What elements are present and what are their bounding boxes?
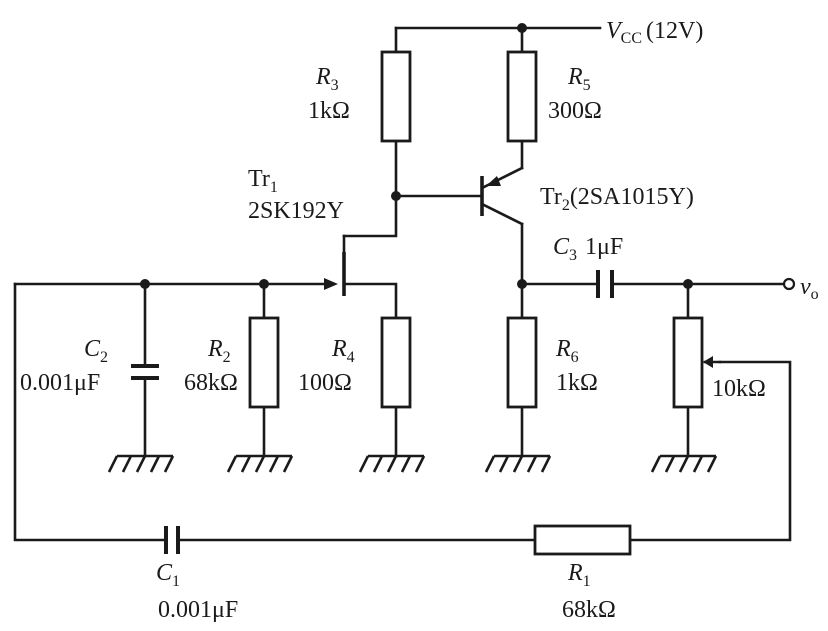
r1-value-label: 68kΩ [562, 597, 616, 623]
r5-value-label: 300Ω [548, 98, 602, 124]
r6-value-label: 1kΩ [556, 370, 598, 396]
tr2-emitter-arrow-icon [486, 176, 501, 186]
c2-capacitor [131, 364, 159, 380]
r4-name-label: R4 [331, 336, 355, 366]
r1-resistor [533, 524, 632, 556]
c2-ground-icon [107, 454, 175, 473]
r3-value-label: 1kΩ [308, 98, 350, 124]
r6-name-label: R6 [555, 336, 579, 366]
vcc-label: VCC(12V) [606, 18, 703, 47]
r3-name-label: R3 [315, 64, 339, 94]
output-label: vo [800, 274, 819, 303]
wiper-feedback-wire [628, 360, 792, 542]
tr2-label: Tr2(2SA1015Y) [540, 184, 694, 214]
tr2-pnp-transistor [480, 166, 524, 226]
tr1-jfet [324, 252, 346, 296]
r2-ground-icon [226, 454, 294, 473]
r1-name-label: R1 [567, 560, 591, 590]
pot-ground-icon [650, 454, 718, 473]
r2-resistor [248, 316, 280, 409]
c1-name-label: C1 [156, 560, 180, 590]
r4-resistor [380, 316, 412, 409]
r6-resistor [506, 316, 538, 409]
output-terminal [782, 277, 796, 291]
c2-name-label: C2 [84, 336, 108, 366]
tr1-source-wire [342, 282, 398, 320]
c3-capacitor [596, 270, 614, 298]
feedback-wire [13, 282, 537, 542]
tr2-collector-lead [480, 202, 524, 226]
ground-symbols [107, 454, 718, 473]
tr1-name-label: Tr1 [248, 166, 278, 196]
c2-value-label: 0.001μF [20, 370, 100, 396]
r2-value-label: 68kΩ [184, 370, 238, 396]
r4-ground-icon [358, 454, 426, 473]
r3-drain-wire [342, 26, 398, 238]
c1-value-label: 0.001μF [158, 597, 238, 623]
tr1-part-label: 2SK192Y [248, 198, 344, 224]
tr1-gate-arrow-icon [324, 278, 338, 290]
pot-value-label: 10kΩ [712, 376, 766, 402]
r2-name-label: R2 [207, 336, 231, 366]
junction-dots [140, 23, 693, 289]
r5-name-label: R5 [567, 64, 591, 94]
r3-resistor [380, 50, 412, 143]
potentiometer [672, 316, 704, 409]
pot-wiper-arrow-icon [703, 356, 713, 368]
r6-ground-icon [484, 454, 552, 473]
r4-value-label: 100Ω [298, 370, 352, 396]
r5-resistor [506, 50, 538, 143]
c1-capacitor [164, 526, 180, 554]
